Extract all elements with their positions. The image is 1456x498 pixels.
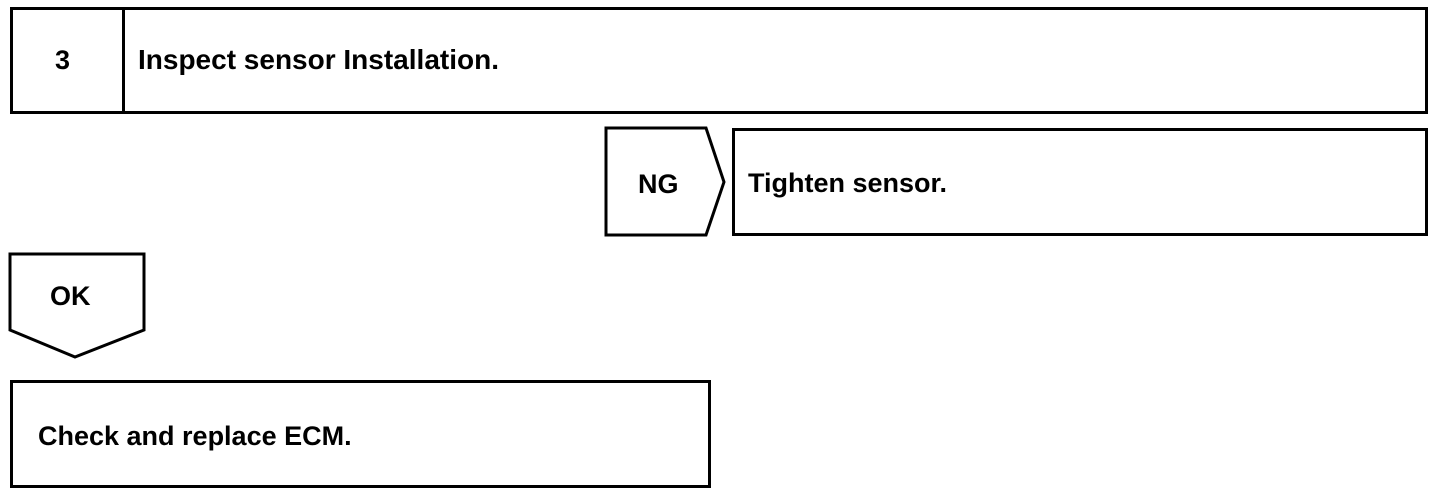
ok-result-box [10,380,711,488]
ok-result-text: Check and replace ECM. [38,421,352,451]
ng-result-box [732,128,1428,236]
step-box [10,7,1428,114]
step-divider [122,7,125,114]
step-title: Inspect sensor Installation. [138,44,499,75]
ng-label: NG [638,169,679,199]
ng-result-text: Tighten sensor. [748,168,948,198]
step-number: 3 [55,45,71,75]
ok-label: OK [50,281,91,311]
